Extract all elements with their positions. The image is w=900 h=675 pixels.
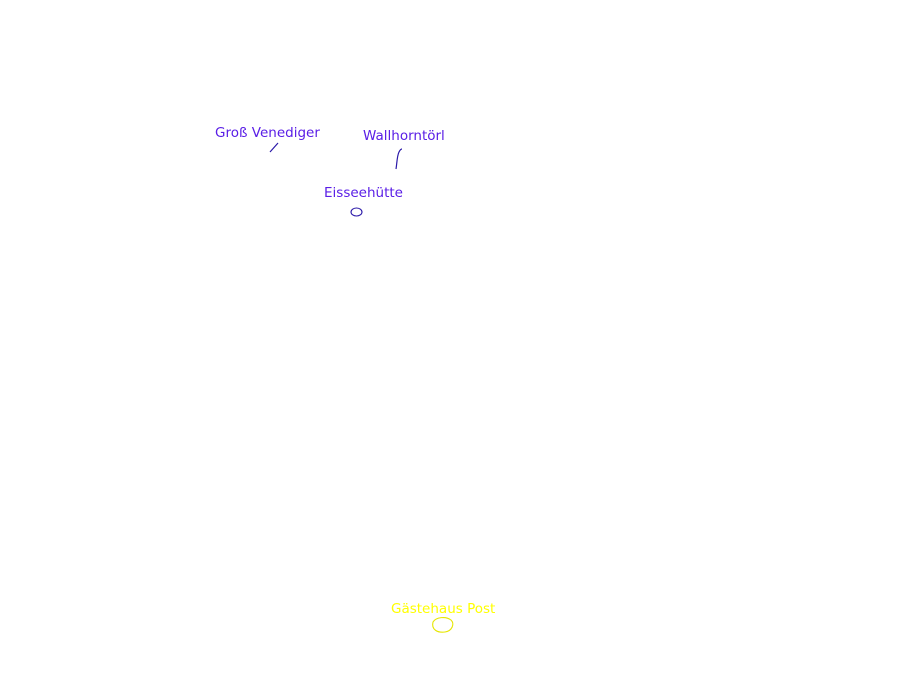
pass-curve-icon: [395, 148, 403, 170]
lodging-ring-icon: [432, 617, 454, 633]
place-gross-venediger[interactable]: Groß Venediger: [215, 125, 320, 153]
place-label-eisseehuette: Eisseehütte: [324, 185, 403, 201]
place-eisseehuette[interactable]: Eisseehütte: [324, 185, 403, 217]
place-label-gross-venediger: Groß Venediger: [215, 125, 320, 141]
place-label-gaestehaus-post: Gästehaus Post: [391, 601, 495, 617]
place-label-wallhorntoerl: Wallhorntörl: [363, 128, 445, 144]
place-wallhorntoerl[interactable]: Wallhorntörl: [363, 128, 445, 170]
place-gaestehaus-post[interactable]: Gästehaus Post: [391, 601, 495, 633]
summit-stroke-icon: [269, 142, 279, 153]
hut-ring-icon: [350, 207, 363, 217]
